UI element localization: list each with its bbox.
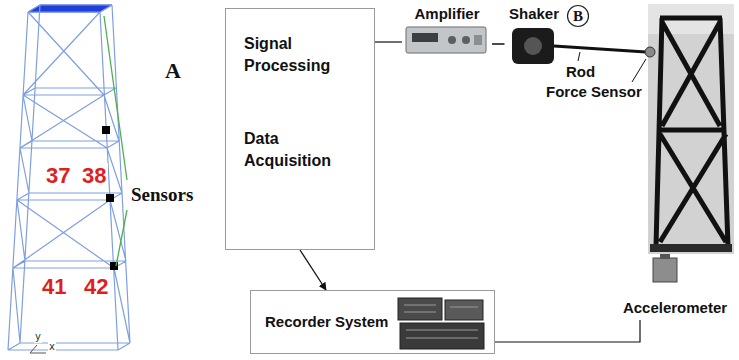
- axis-label: y: [34, 331, 42, 343]
- force-sensor: [645, 47, 655, 57]
- structure-base: [650, 244, 732, 252]
- node-text: Recorder System: [265, 312, 388, 332]
- leader-line: [104, 16, 127, 266]
- equipment-unit: [398, 298, 442, 320]
- recorder-box: Recorder System: [250, 290, 495, 354]
- drive-cable: [492, 43, 505, 45]
- device-display: [412, 33, 438, 42]
- node-text: Shaker: [509, 4, 559, 24]
- tower-wireframe: [8, 5, 130, 350]
- rod: [554, 46, 646, 52]
- sensor-square: [106, 194, 114, 202]
- data-arrow: [300, 250, 326, 290]
- callout-number: 38: [80, 163, 108, 188]
- accelerometer-block: [653, 258, 677, 282]
- letter-circle: [568, 6, 589, 27]
- structure-frame: [656, 18, 728, 246]
- device-node: Shaker: [505, 4, 564, 68]
- device-face: [524, 37, 542, 55]
- structure-photo: [648, 4, 734, 254]
- node-text: Signal Processing: [244, 33, 349, 76]
- callout-label: Sensors: [131, 184, 193, 206]
- device-body: [512, 28, 554, 64]
- part-label: Force Sensor: [546, 83, 642, 100]
- part-label: Rod: [566, 63, 595, 80]
- node-text: Accelerometer: [623, 298, 727, 318]
- device-node: Amplifier: [402, 4, 492, 58]
- sensor-cable: [495, 320, 640, 342]
- node-text: Data Acquisition: [244, 128, 349, 171]
- equipment-detail: [404, 305, 478, 338]
- sensor-square: [102, 126, 110, 134]
- figure-letter: A: [165, 58, 181, 83]
- node-text: Amplifier: [414, 4, 479, 24]
- callout-number: 37: [44, 163, 72, 188]
- device-body: [406, 27, 486, 53]
- device-knob: [448, 36, 456, 44]
- axis-label: x: [48, 341, 56, 353]
- figure-letter: B: [568, 6, 588, 26]
- device-node: Accelerometer: [616, 256, 734, 320]
- device-knob: [462, 36, 470, 44]
- accelerometer-mount: [660, 254, 670, 259]
- signal-cable: [375, 41, 402, 42]
- tower-top-face: [28, 5, 112, 12]
- device-switch: [474, 35, 482, 45]
- callout-number: 41: [40, 274, 68, 299]
- process-box: Signal ProcessingData Acquisition: [225, 8, 375, 250]
- equipment-unit: [445, 300, 483, 320]
- equipment-unit: [400, 323, 484, 349]
- axis-glyph: [30, 345, 46, 353]
- callout-number: 42: [82, 274, 110, 299]
